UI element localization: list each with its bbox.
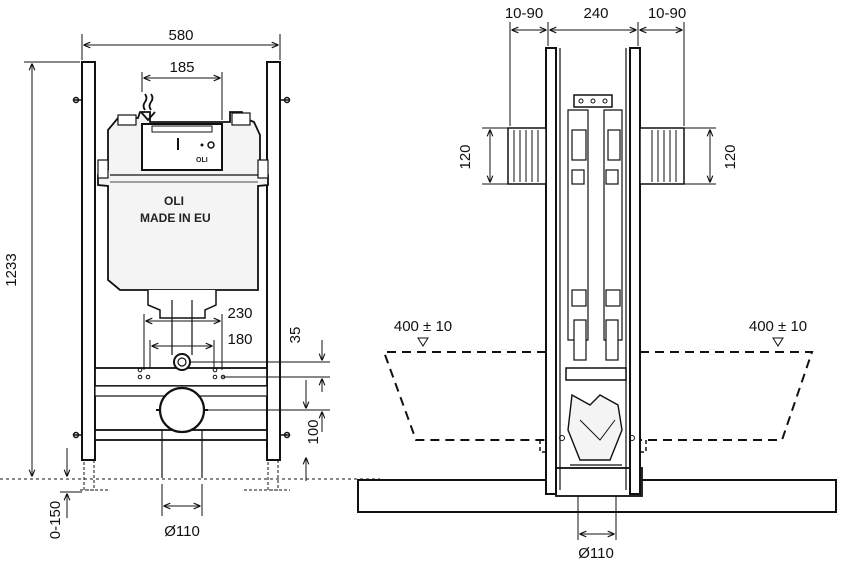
flush-plate-label: 185 — [169, 59, 194, 76]
side-left-wall — [545, 47, 557, 495]
left-bowl-label: 400 ± 10 — [394, 318, 452, 335]
drain-bend — [559, 367, 635, 466]
left-gap-label: 10-90 — [505, 5, 543, 22]
width-label: 580 — [168, 27, 193, 44]
side-pipe-label: Ø110 — [578, 545, 614, 562]
drain-pipe — [156, 386, 208, 478]
front-view: OLI OLI MADE IN EU — [0, 27, 380, 540]
right-bowl-label: 400 ± 10 — [749, 318, 807, 335]
left-level-marker-icon — [417, 337, 429, 347]
flush-arrow-icon — [140, 93, 156, 122]
inner-profiles — [567, 109, 623, 361]
water-connection — [173, 353, 191, 371]
wall-brackets — [72, 96, 291, 439]
left-foot-label: 120 — [457, 144, 474, 169]
cistern-tank — [97, 111, 269, 355]
fixing-holes — [137, 367, 226, 380]
front-pipe-label: Ø110 — [164, 523, 200, 540]
side-right-wall — [629, 47, 641, 495]
top-bracket — [573, 94, 613, 108]
drain-height-label: 100 — [305, 419, 322, 444]
right-gap-label: 10-90 — [648, 5, 686, 22]
adjust-label: 0-150 — [47, 501, 64, 539]
fixing-inner-label: 180 — [227, 331, 252, 348]
plate-brand-text: OLI — [196, 157, 208, 164]
fixing-outer-label: 230 — [227, 305, 252, 322]
flush-plate: OLI — [141, 123, 223, 171]
body-depth-label: 240 — [583, 5, 608, 22]
right-wall-bracket — [639, 127, 685, 185]
drain-offset-label: 35 — [287, 327, 304, 344]
adjustable-feet — [80, 459, 290, 491]
right-foot-label: 120 — [722, 144, 739, 169]
side-view: 400 ± 10 400 ± 10 10-90 240 10-90 120 12… — [357, 5, 837, 562]
height-label: 1233 — [3, 253, 20, 286]
left-wall-bracket — [507, 127, 547, 185]
frame-left-upright — [81, 61, 96, 461]
made-in-text: MADE IN EU — [140, 211, 211, 225]
right-bowl-outline — [640, 351, 814, 441]
frame-right-upright — [266, 61, 281, 461]
floor-channel — [555, 467, 643, 497]
tank-brand-text: OLI — [164, 194, 184, 208]
left-bowl-outline — [382, 351, 546, 441]
right-level-marker-icon — [772, 337, 784, 347]
